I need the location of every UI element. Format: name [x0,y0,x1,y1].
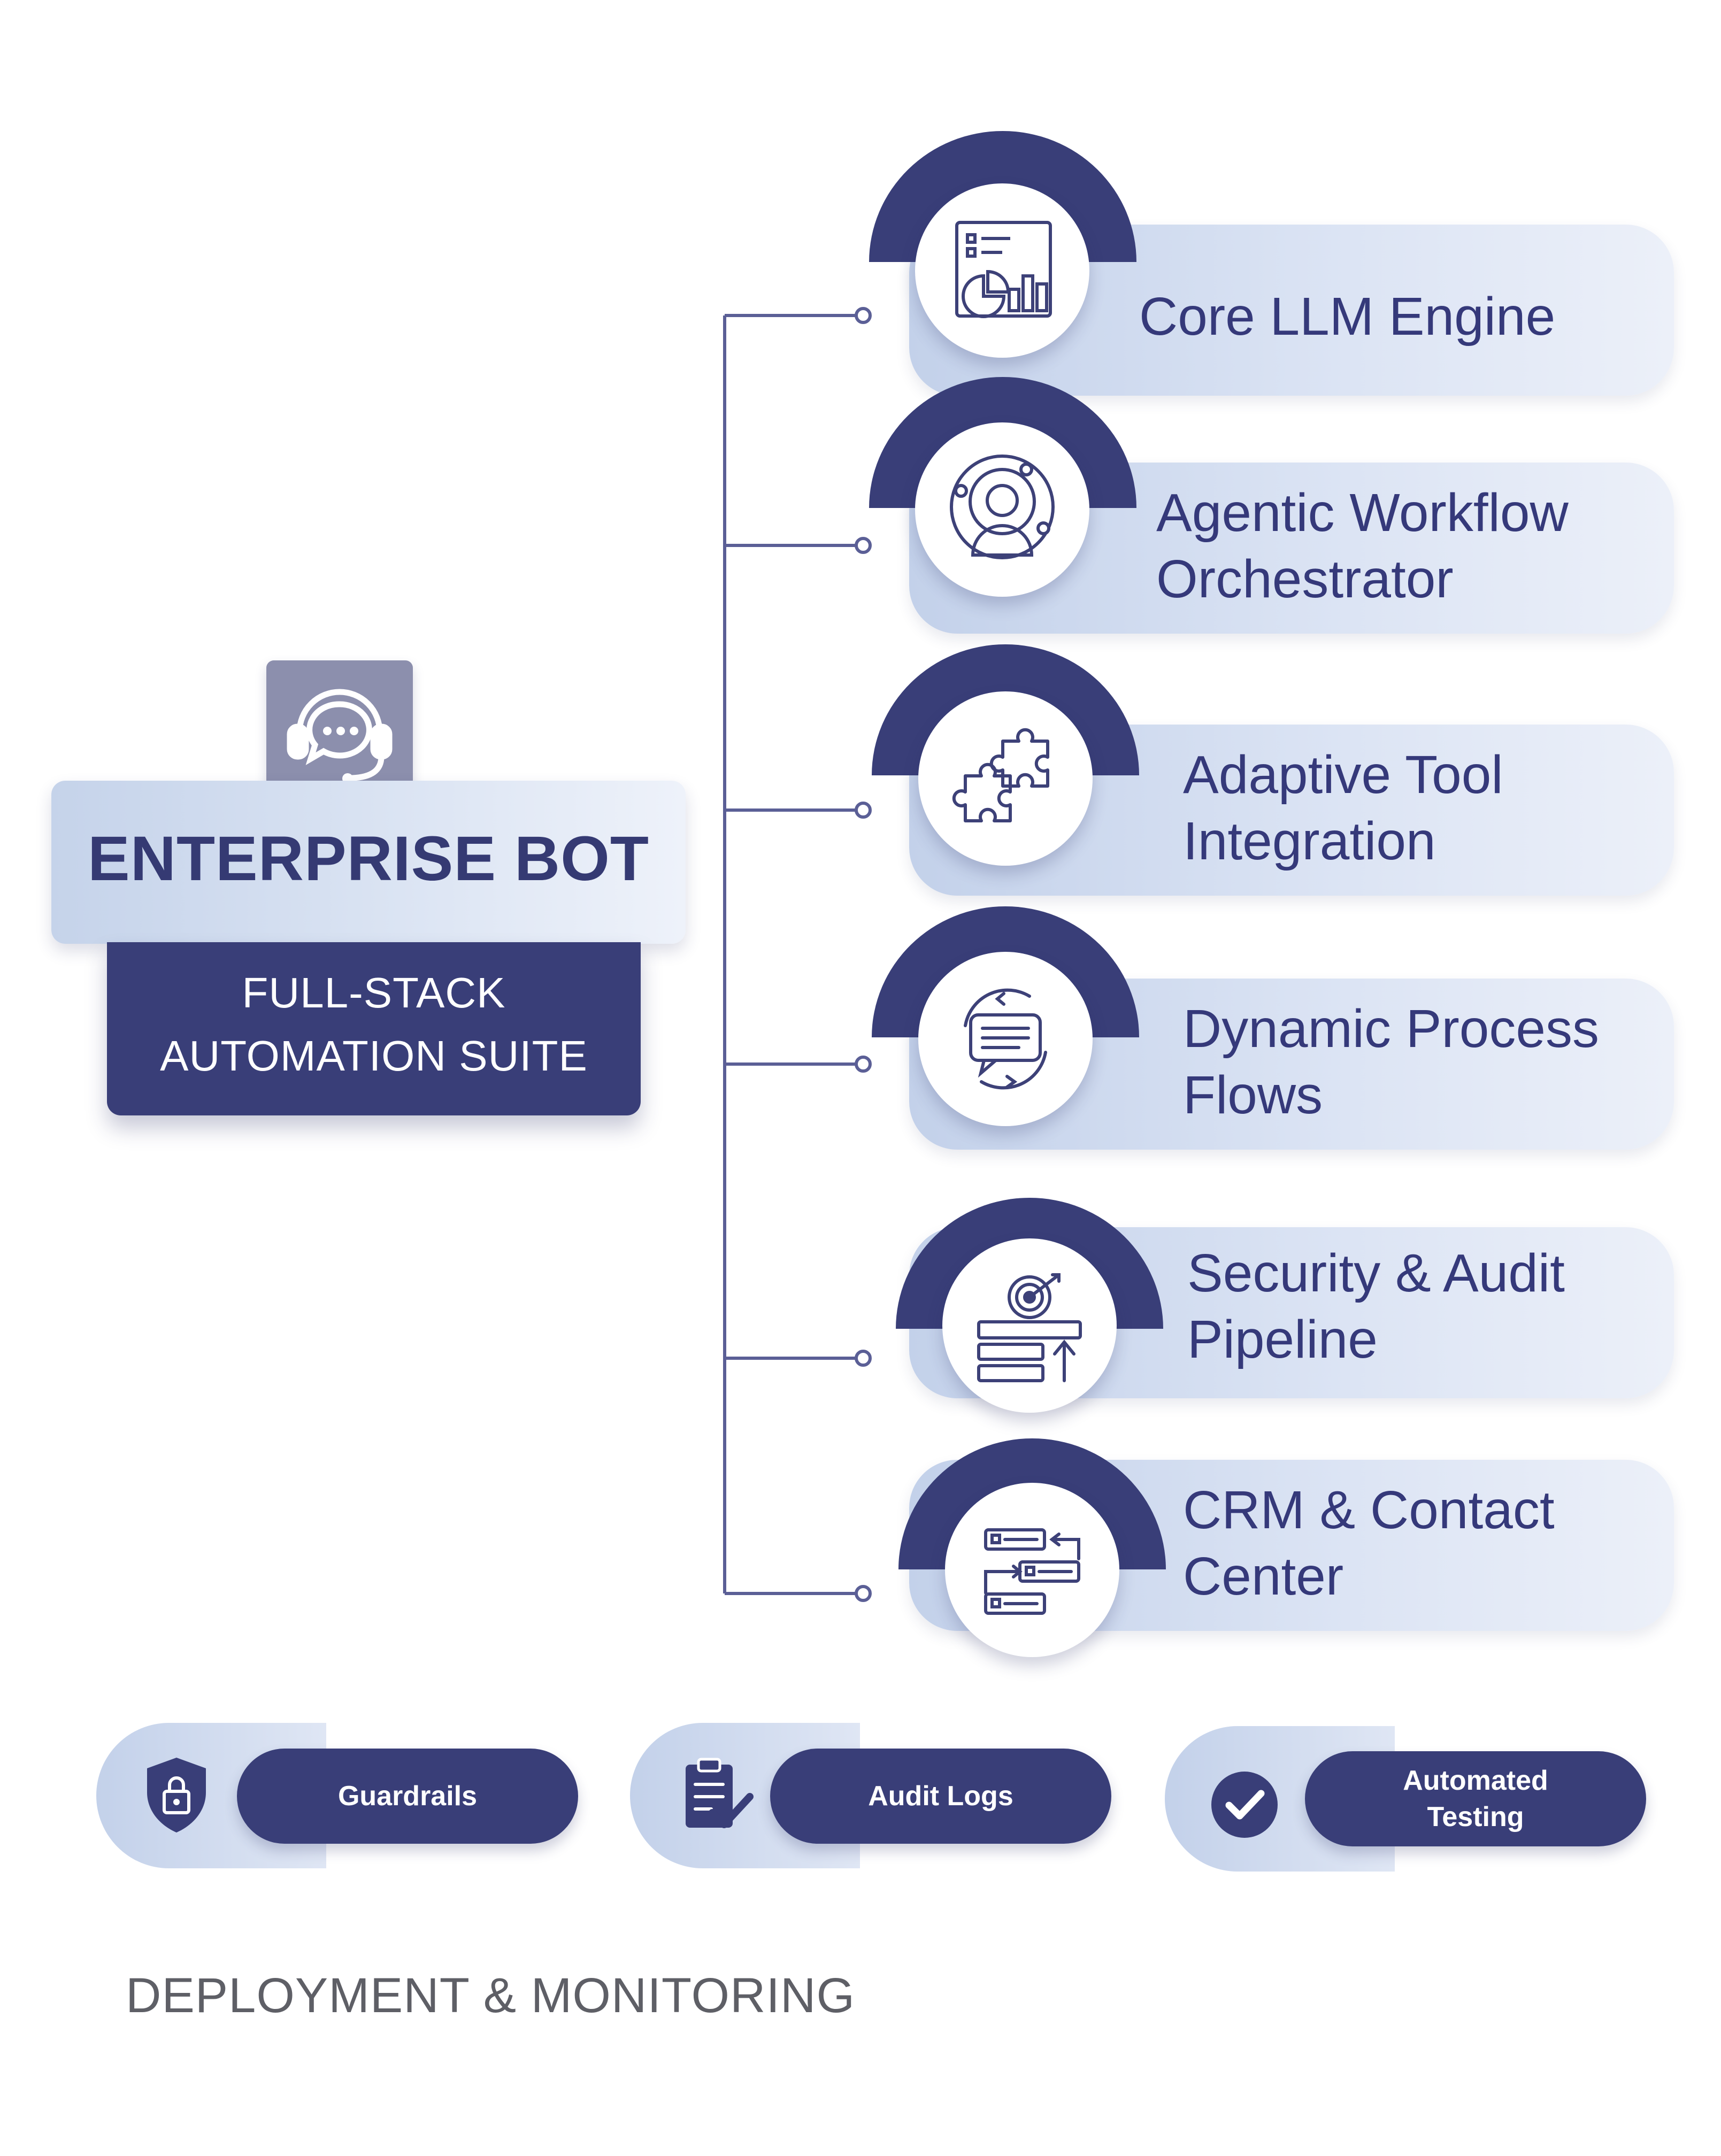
pill-guardrails-label: Guardrails [337,1781,478,1812]
puzzle-icon [952,728,1049,822]
hero-subtitle-line2: AUTOMATION SUITE [160,1032,588,1080]
pill-audit-logs: Audit Logs [770,1749,1111,1844]
feature-label: Security & Audit Pipeline [1187,1240,1565,1373]
feature-label-line1: Core LLM Engine [1139,287,1556,346]
feature-icon-circle [942,1238,1117,1413]
feature-label-line2: Orchestrator [1156,549,1454,609]
pill-audit-logs-label: Audit Logs [868,1781,1013,1812]
feature-label: Dynamic Process Flows [1183,996,1599,1128]
hero-subtitle-line1: FULL-STACK [242,969,506,1017]
feature-icon-circle [915,422,1089,597]
hero-title: ENTERPRISE BOT [88,823,649,894]
chat-refresh-icon [964,988,1047,1090]
feature-label-line1: Dynamic Process [1183,999,1599,1059]
connector-tree [723,307,872,1602]
hero-subtitle-box: FULL-STACK AUTOMATION SUITE [107,942,641,1115]
feature-label: Agentic Workflow Orchestrator [1156,480,1569,612]
shield-lock-icon [147,1758,206,1832]
pill-automated-testing-line2: Testing [1427,1801,1524,1832]
pill-automated-testing: Automated Testing [1305,1751,1646,1846]
pill-automated-testing-line1: Automated [1403,1765,1548,1796]
feature-label-line2: Flows [1183,1065,1323,1125]
connector-node [855,537,872,554]
feature-icon-circle [918,691,1093,866]
feature-label-line2: Pipeline [1187,1310,1378,1369]
feature-label-line2: Integration [1183,811,1436,871]
feature-icon-circle [945,1483,1119,1657]
headset-chat-icon [287,689,393,784]
feature-label: CRM & Contact Center [1183,1477,1555,1610]
check-circle-icon [1211,1772,1278,1838]
dashboard-chart-icon [955,221,1052,318]
connector-node [855,1056,872,1073]
feature-label: Adaptive Tool Integration [1183,742,1503,874]
flow-cards-icon [984,1528,1080,1615]
feature-label-line2: Center [1183,1546,1344,1606]
feature-icon-circle [915,183,1089,358]
connector-node [855,307,872,324]
connector-node [855,1350,872,1367]
hero-icon-box [266,660,413,804]
feature-label-line1: Adaptive Tool [1183,745,1503,805]
feature-label: Core LLM Engine [1139,283,1555,350]
user-network-icon [950,455,1055,559]
feature-icon-circle [918,952,1093,1126]
feature-label-line1: Security & Audit [1187,1243,1565,1303]
pill-guardrails: Guardrails [237,1749,578,1844]
target-stack-icon [977,1273,1082,1382]
feature-label-line1: CRM & Contact [1183,1480,1555,1540]
connector-node [855,1585,872,1602]
footer-caption: DEPLOYMENT & MONITORING [126,1968,856,2023]
connector-node [855,802,872,819]
hero-title-box: ENTERPRISE BOT [51,781,686,944]
hero-subtitle: FULL-STACK AUTOMATION SUITE [107,961,641,1088]
clipboard-check-icon [686,1758,754,1828]
feature-label-line1: Agentic Workflow [1156,483,1569,543]
